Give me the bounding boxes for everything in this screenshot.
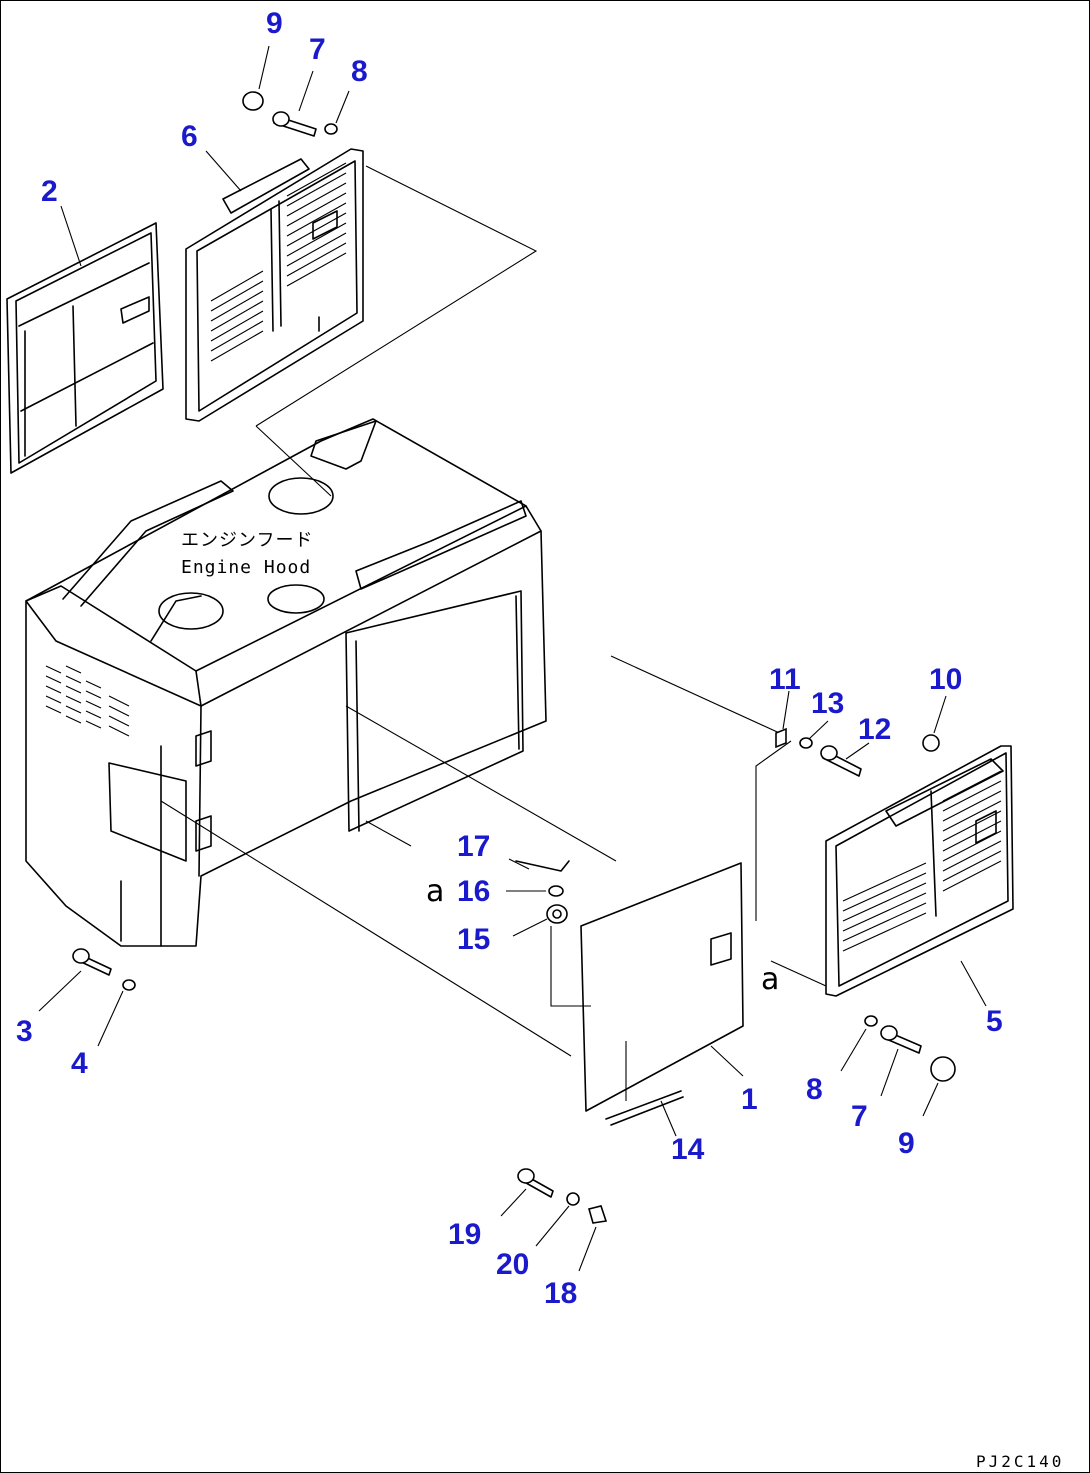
callout-7-top: 7 (309, 33, 326, 66)
callout-3: 3 (16, 1015, 33, 1048)
callout-17: 17 (457, 830, 490, 863)
callout-7-right: 7 (851, 1100, 868, 1133)
callout-1: 1 (741, 1083, 758, 1116)
callout-12: 12 (858, 713, 891, 746)
drawing-code: PJ2C140 (976, 1452, 1064, 1471)
callout-11: 11 (769, 663, 801, 696)
view-ref-a-left: a (426, 874, 444, 909)
leader-lines (38, 45, 987, 1272)
callout-18: 18 (544, 1277, 577, 1310)
callout-9-top: 9 (266, 7, 283, 40)
callout-8-top: 8 (351, 55, 368, 88)
callout-8-right: 8 (806, 1073, 823, 1106)
view-arrow-a (770, 960, 827, 987)
callout-2: 2 (41, 175, 58, 208)
engine-hood-body (25, 418, 547, 947)
callout-10: 10 (929, 663, 962, 696)
part-2-frame-panel (6, 222, 164, 474)
phantom-lines-top (255, 165, 538, 497)
callout-4: 4 (71, 1047, 88, 1080)
hood-label-en: Engine Hood (181, 557, 311, 578)
part-5-louver-door (825, 745, 1014, 997)
phantom-lines-main (160, 655, 787, 1057)
part-6-louver-door (185, 148, 364, 422)
callout-15: 15 (457, 923, 490, 956)
callout-9-right: 9 (898, 1127, 915, 1160)
part-1-side-panel (580, 862, 744, 1112)
callout-numbers: 9 7 8 6 2 3 4 11 13 12 10 17 16 15 1 5 8… (16, 7, 1003, 1310)
callout-19: 19 (448, 1218, 481, 1251)
hardware-small-parts (72, 91, 956, 1224)
callout-5: 5 (986, 1005, 1003, 1038)
callout-13: 13 (811, 687, 844, 720)
callout-16: 16 (457, 875, 490, 908)
callout-20: 20 (496, 1248, 529, 1281)
phantom-line-11 (755, 740, 792, 921)
view-ref-a-right: a (761, 962, 779, 997)
callout-14: 14 (671, 1133, 705, 1166)
hood-label-jp: エンジンフード (181, 530, 313, 551)
callout-6: 6 (181, 120, 198, 153)
